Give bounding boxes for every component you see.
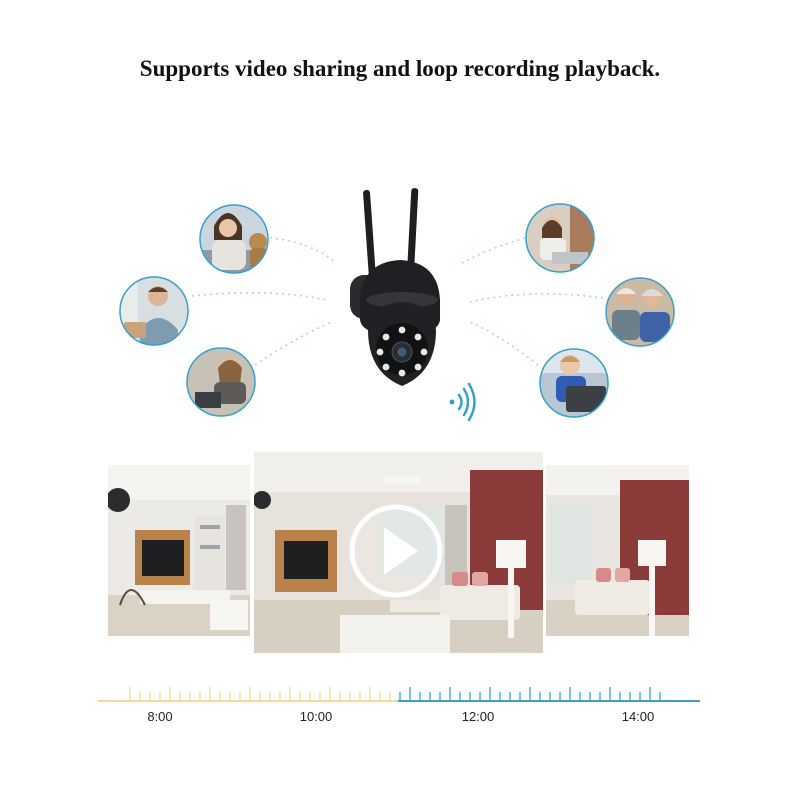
user-avatar-elderly-couple: [606, 278, 674, 346]
play-button[interactable]: [349, 504, 443, 598]
room-preview-left: [108, 465, 250, 636]
timeline-label-8: 8:00: [147, 709, 173, 724]
room-preview-right: [546, 465, 689, 636]
user-avatar-child-with-tablet: [540, 349, 608, 417]
wifi-signal-icon: [449, 382, 476, 422]
headline: Supports video sharing and loop recordin…: [139, 56, 661, 81]
user-avatar-woman-with-dog: [200, 205, 268, 273]
connection-lines: [191, 237, 604, 366]
room-preview-center: [254, 452, 543, 653]
timeline-label-12: 12:00: [461, 709, 495, 724]
user-avatar-man-with-tablet: [120, 277, 188, 345]
recording-timeline[interactable]: [98, 687, 700, 702]
play-icon: [384, 527, 418, 575]
timeline-label-10: 10:00: [299, 709, 333, 724]
timeline-label-14: 14:00: [621, 709, 655, 724]
user-avatar-woman-with-laptop: [526, 204, 594, 272]
security-camera: [350, 188, 440, 386]
user-avatar-woman-at-laptop: [187, 348, 255, 416]
